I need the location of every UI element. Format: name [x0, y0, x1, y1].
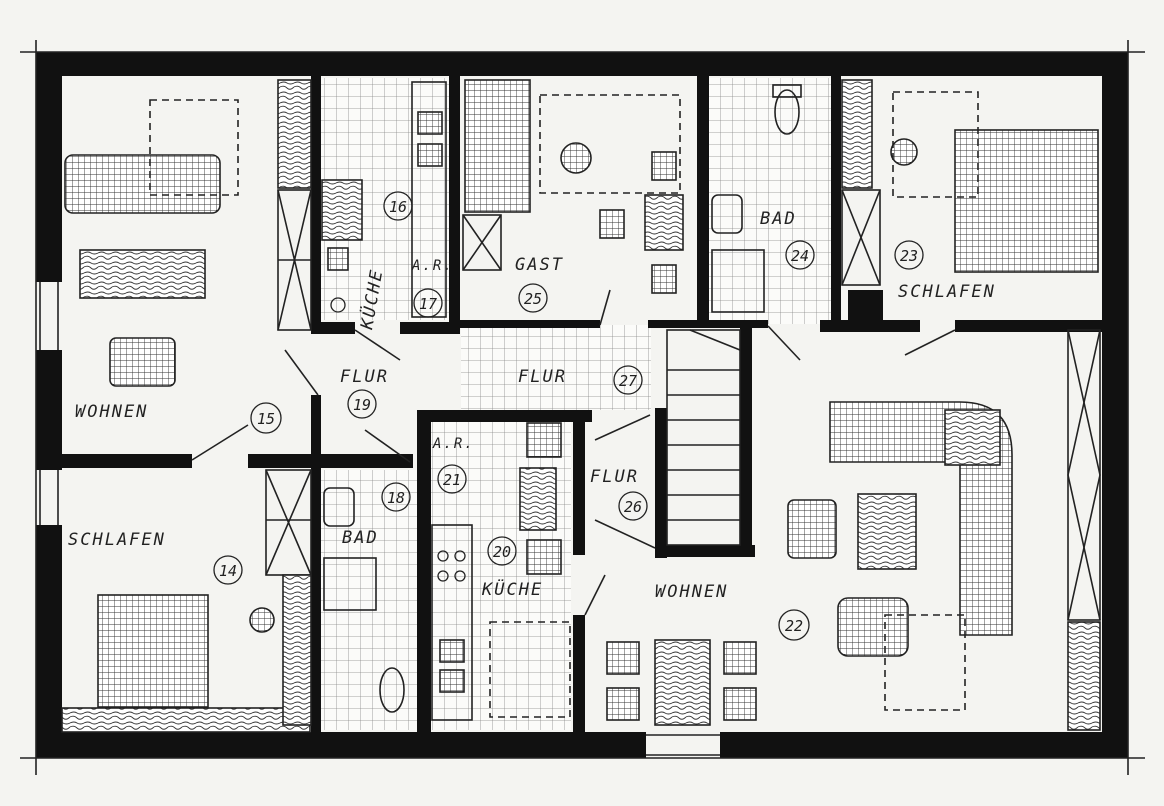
- room-label-ar-21: A.R.: [432, 436, 475, 452]
- wood-panels: [61, 79, 1101, 733]
- bed: [97, 594, 209, 708]
- room-label-schlafen-23: SCHLAFEN: [898, 282, 996, 302]
- toilet: [774, 89, 800, 135]
- plant: [890, 138, 918, 166]
- dimension-marks: [20, 40, 1145, 775]
- room-number-14: 14: [219, 562, 237, 580]
- room-label-wohnen-22: WOHNEN: [655, 582, 728, 602]
- room-label-schlafen-14: SCHLAFEN: [68, 530, 166, 550]
- room-label-bad-18: BAD: [342, 528, 379, 548]
- room-label-kueche-20: KÜCHE: [481, 578, 543, 600]
- bed: [954, 129, 1099, 273]
- wardrobes: [265, 189, 1101, 621]
- furniture: [64, 79, 1099, 726]
- room-label-gast-25: GAST: [515, 255, 564, 275]
- room-number-20: 20: [493, 543, 511, 561]
- windows: [39, 282, 720, 756]
- round-table: [560, 142, 592, 174]
- room-labels: WOHNEN 15 KÜCHE 16 A.R. 17 GAST 25 BAD 2…: [68, 191, 996, 641]
- dining-table: [654, 639, 711, 726]
- armchair: [109, 337, 176, 387]
- sofa-corner: [944, 409, 1001, 466]
- sink: [323, 487, 355, 527]
- room-label-flur-19: FLUR: [340, 367, 389, 387]
- coffee-table: [79, 249, 206, 299]
- armchair: [787, 499, 837, 559]
- room-label-ar-17: A.R.: [411, 258, 454, 274]
- room-number-23: 23: [900, 247, 918, 265]
- sofa: [64, 154, 221, 214]
- room-number-25: 25: [524, 290, 542, 308]
- room-number-21: 21: [443, 471, 461, 489]
- bed: [464, 79, 531, 213]
- room-number-18: 18: [387, 489, 405, 507]
- dining-table: [837, 597, 909, 657]
- shower-tray: [711, 249, 765, 313]
- room-number-27: 27: [619, 372, 637, 390]
- toilet: [379, 667, 405, 713]
- room-number-22: 22: [785, 617, 803, 635]
- room-label-flur-27: FLUR: [518, 367, 567, 387]
- staircase: [666, 329, 741, 546]
- room-label-wohnen-15: WOHNEN: [75, 402, 148, 422]
- doors: [191, 289, 956, 616]
- room-number-17: 17: [419, 295, 437, 313]
- walls: [36, 52, 1128, 758]
- coffee-table: [857, 493, 917, 570]
- room-label-bad-24: BAD: [760, 209, 797, 229]
- room-number-24: 24: [791, 247, 809, 265]
- room-label-flur-26: FLUR: [590, 467, 639, 487]
- sink: [711, 194, 743, 234]
- plant: [249, 607, 275, 633]
- room-number-16: 16: [389, 198, 407, 216]
- room-number-19: 19: [353, 396, 371, 414]
- room-number-26: 26: [624, 498, 642, 516]
- bathtub: [323, 557, 377, 611]
- room-number-15: 15: [257, 410, 275, 428]
